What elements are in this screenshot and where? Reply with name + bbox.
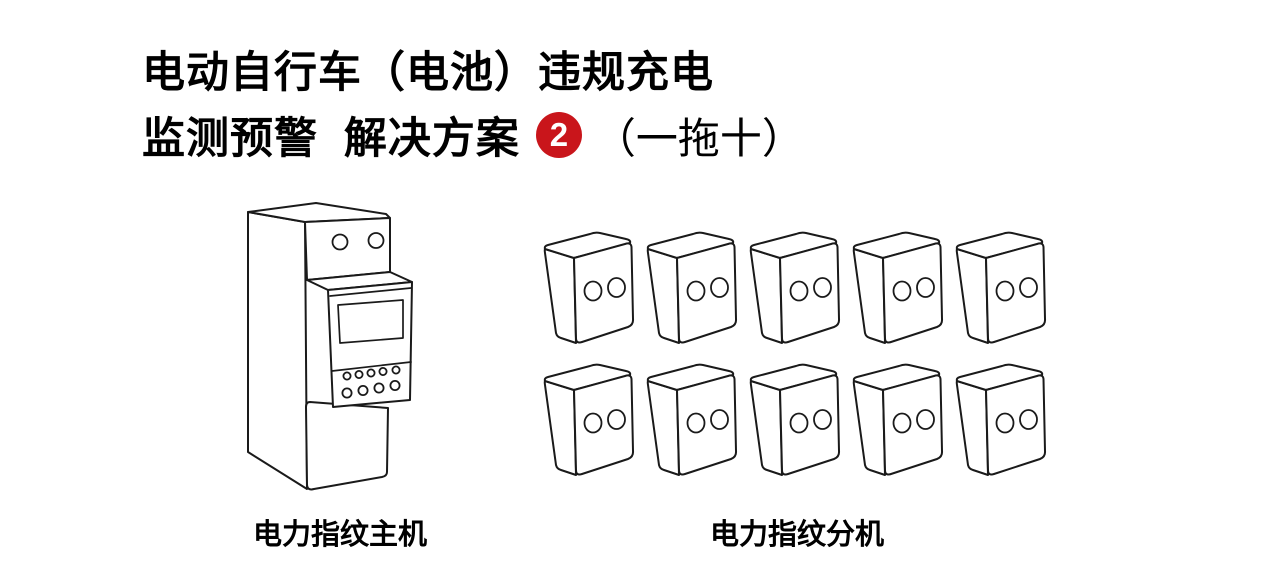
host-panel-separator bbox=[331, 361, 412, 372]
host-device-label: 电力指纹主机 bbox=[252, 519, 427, 551]
host-top-face bbox=[247, 202, 391, 223]
din-rail-meter-icon bbox=[247, 202, 413, 491]
title-line-1: 电动自行车（电池）违规充电 bbox=[142, 49, 714, 97]
host-lower-front-face bbox=[305, 401, 389, 491]
two-indicator-box-icon bbox=[749, 231, 841, 344]
extension-devices-label: 电力指纹分机 bbox=[709, 519, 884, 551]
host-button bbox=[391, 365, 401, 375]
host-upper-front-face bbox=[304, 217, 391, 281]
host-button bbox=[357, 384, 369, 396]
title-line-2-text: 监测预警 解决方案 bbox=[142, 115, 520, 163]
host-button bbox=[366, 368, 376, 378]
two-indicator-box-icon bbox=[543, 231, 635, 344]
two-indicator-box-icon bbox=[646, 231, 738, 344]
two-indicator-box-icon bbox=[955, 231, 1047, 344]
title-line-2-suffix: （一拖十） bbox=[593, 114, 804, 162]
host-terminal-hole bbox=[367, 232, 385, 249]
host-button bbox=[373, 382, 385, 394]
two-indicator-box-icon bbox=[646, 363, 738, 476]
host-button bbox=[378, 366, 388, 376]
two-indicator-box-icon bbox=[852, 363, 944, 476]
host-left-face bbox=[247, 211, 308, 490]
host-button-row-large bbox=[341, 379, 401, 399]
host-terminal-hole bbox=[331, 233, 349, 251]
host-button bbox=[341, 387, 353, 399]
host-panel-bevel-line bbox=[329, 287, 412, 297]
two-indicator-box-icon bbox=[543, 363, 635, 476]
solution-number-badge: 2 bbox=[535, 112, 582, 158]
host-display-screen bbox=[337, 299, 404, 344]
two-indicator-box-icon bbox=[749, 363, 841, 476]
host-button bbox=[389, 379, 401, 391]
extension-units-grid bbox=[543, 231, 1047, 476]
host-button bbox=[342, 371, 352, 381]
two-indicator-box-icon bbox=[955, 363, 1047, 476]
host-button-row-small bbox=[342, 365, 401, 381]
two-indicator-box-icon bbox=[852, 231, 944, 344]
title-line-2: 监测预警 解决方案 2 （一拖十） bbox=[142, 104, 804, 166]
host-button bbox=[354, 369, 364, 379]
